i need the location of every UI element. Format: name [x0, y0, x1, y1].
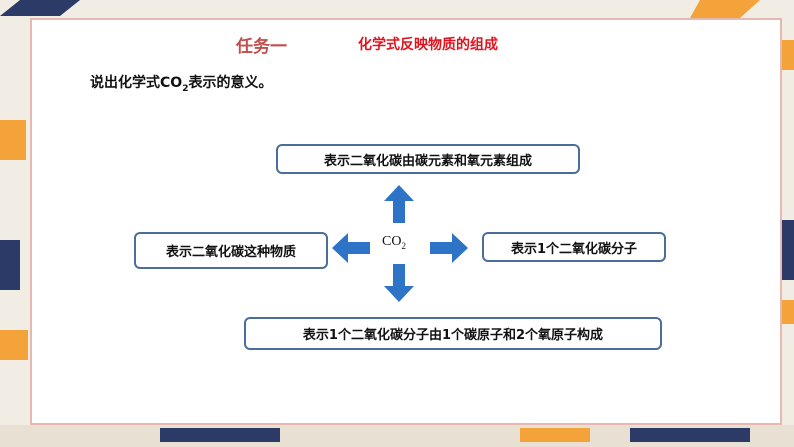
- meaning-box-left: 表示二氧化碳这种物质: [134, 232, 328, 269]
- arrow-up-icon: [384, 185, 414, 223]
- topic-label: 化学式反映物质的组成: [358, 37, 498, 53]
- prompt-text-after: 表示的意义。: [188, 75, 273, 91]
- prompt-formula-subscript: 2: [182, 83, 189, 94]
- task-label: 任务一: [236, 37, 287, 57]
- question-prompt: 说出化学式CO2表示的意义。: [90, 72, 272, 94]
- arrow-left-icon: [332, 233, 370, 263]
- center-formula-main: CO: [382, 234, 402, 249]
- prompt-formula: CO: [160, 75, 183, 91]
- title-row: 任务一 化学式反映物质的组成: [32, 32, 780, 57]
- prompt-text-before: 说出化学式: [90, 75, 160, 91]
- center-formula-subscript: 2: [401, 240, 406, 251]
- slide-panel: 任务一 化学式反映物质的组成 说出化学式CO2表示的意义。 表示二氧化碳由碳元素…: [30, 18, 782, 425]
- meaning-box-bottom: 表示1个二氧化碳分子由1个碳原子和2个氧原子构成: [244, 317, 662, 350]
- center-formula: CO2: [382, 234, 406, 251]
- meaning-box-top: 表示二氧化碳由碳元素和氧元素组成: [276, 144, 580, 174]
- arrow-down-icon: [384, 264, 414, 302]
- meaning-box-right: 表示1个二氧化碳分子: [482, 232, 666, 262]
- arrow-right-icon: [430, 233, 468, 263]
